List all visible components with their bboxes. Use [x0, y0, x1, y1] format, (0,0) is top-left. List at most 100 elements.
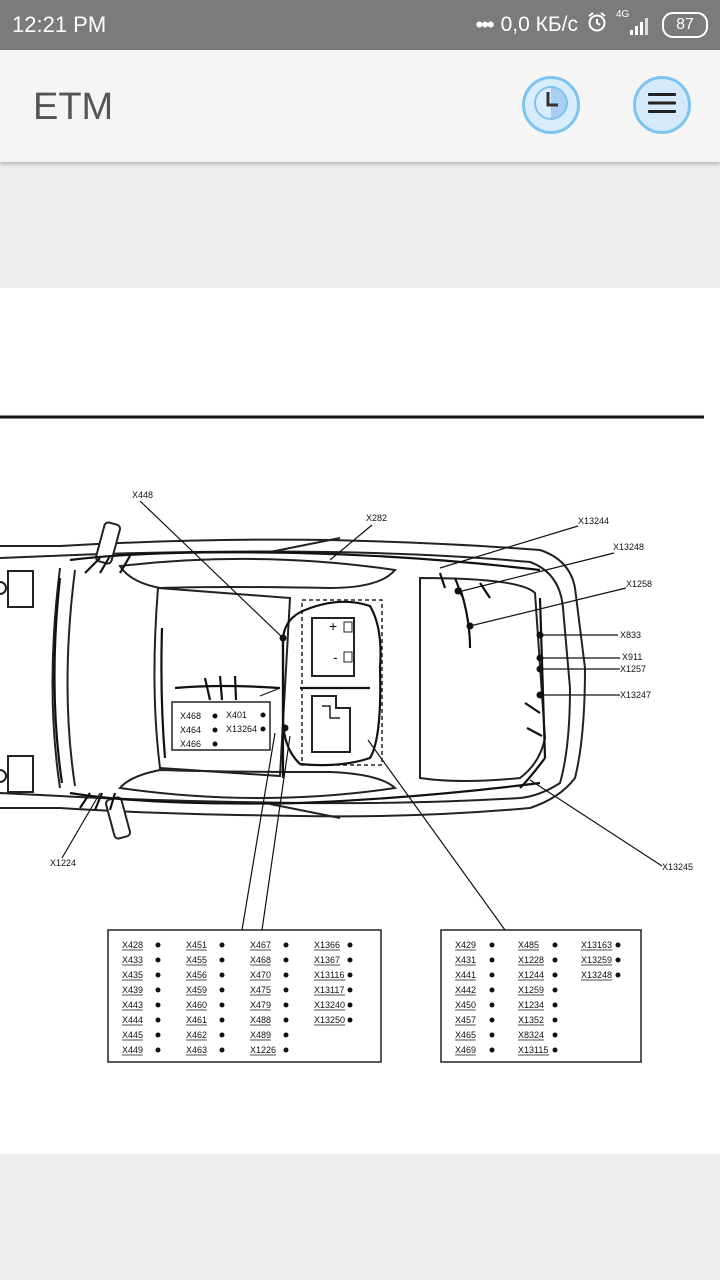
connector-label: X401	[226, 710, 247, 720]
table-connector-label: X1259	[518, 985, 544, 995]
table-connector-dot	[219, 972, 225, 978]
table-connector-label: X475	[250, 985, 271, 995]
table-connector-label: X1244	[518, 970, 544, 980]
table-connector-dot	[219, 1002, 225, 1008]
table-connector-label: X469	[455, 1045, 476, 1055]
label-x448: X448	[132, 490, 153, 500]
table-connector-label: X442	[455, 985, 476, 995]
table-connector-dot	[347, 942, 353, 948]
table-connector-label: X445	[122, 1030, 143, 1040]
network-speed: 0,0 КБ/с	[500, 13, 578, 36]
table-connector-dot	[615, 972, 621, 978]
table-connector-label: X13117	[314, 985, 344, 995]
table-connector-label: X1226	[250, 1045, 276, 1055]
status-bar: 12:21 PM ••• 0,0 КБ/с 4G 87	[0, 0, 720, 50]
table-connector-dot	[283, 1047, 289, 1053]
table-connector-label: X13259	[581, 955, 612, 965]
table-connector-dot	[219, 942, 225, 948]
table-connector-dot	[283, 1032, 289, 1038]
more-dots-icon: •••	[475, 12, 495, 37]
label-x282: X282	[366, 513, 387, 523]
mirrors	[94, 521, 132, 840]
table-connector-label: X460	[186, 1000, 207, 1010]
table-connector-label: X468	[250, 955, 271, 965]
table-connector-label: X13116	[314, 970, 344, 980]
menu-button[interactable]	[633, 76, 691, 134]
wiring-diagram-page[interactable]: + - X468 X401	[0, 288, 720, 1154]
table-connector-label: X428	[122, 940, 143, 950]
table-connector-dot	[552, 1017, 558, 1023]
battery-indicator: 87	[662, 12, 708, 38]
table-connector-label: X488	[250, 1015, 271, 1025]
label-x1224: X1224	[50, 858, 76, 868]
table-connector-dot	[552, 957, 558, 963]
wire-harness	[53, 551, 547, 811]
table-connector-dot	[283, 957, 289, 963]
table-connector-dot	[155, 987, 161, 993]
connector-table-left	[107, 929, 382, 1063]
hamburger-menu-icon	[646, 90, 678, 121]
table-connector-dot	[552, 1032, 558, 1038]
table-connector-label: X13163	[581, 940, 612, 950]
label-x1258: X1258	[626, 579, 652, 589]
status-time: 12:21 PM	[12, 12, 107, 37]
label-x13247: X13247	[620, 690, 651, 700]
clock-icon	[531, 83, 571, 128]
table-connector-label: X485	[518, 940, 539, 950]
label-x1257: X1257	[620, 664, 646, 674]
table-connector-dot	[219, 957, 225, 963]
tail-lamps	[0, 570, 34, 793]
table-connector-label: X489	[250, 1030, 271, 1040]
leader-lines	[61, 500, 663, 931]
table-connector-label: X13240	[314, 1000, 345, 1010]
label-x13244: X13244	[578, 516, 609, 526]
connector-label: X466	[180, 739, 201, 749]
table-connector-label: X456	[186, 970, 207, 980]
network-type: 4G	[616, 9, 630, 20]
table-connector-label: X439	[122, 985, 143, 995]
label-x833: X833	[620, 630, 641, 640]
table-connector-label: X461	[186, 1015, 207, 1025]
table-connector-dot	[347, 972, 353, 978]
table-connector-label: X463	[186, 1045, 207, 1055]
table-connector-label: X441	[455, 970, 476, 980]
table-connector-dot	[489, 1002, 495, 1008]
table-connector-dot	[552, 972, 558, 978]
table-connector-dot	[155, 1017, 161, 1023]
svg-text:+: +	[329, 618, 337, 634]
table-connector-dot	[283, 987, 289, 993]
control-unit-symbol	[311, 695, 351, 753]
app-bar: ETM	[0, 50, 720, 162]
table-connector-label: X449	[122, 1045, 143, 1055]
history-button[interactable]	[522, 76, 580, 134]
table-connector-dot	[219, 987, 225, 993]
wiring-diagram: + - X468 X401	[0, 415, 704, 1063]
table-connector-label: X8324	[518, 1030, 544, 1040]
table-connector-dot	[219, 1047, 225, 1053]
table-connector-label: X13248	[581, 970, 612, 980]
connector-dots	[279, 587, 544, 732]
table-connector-label: X451	[186, 940, 207, 950]
table-connector-label: X1367	[314, 955, 340, 965]
table-connector-label: X479	[250, 1000, 271, 1010]
table-connector-dot	[552, 1002, 558, 1008]
table-connector-dot	[155, 1032, 161, 1038]
svg-text:-: -	[333, 649, 338, 665]
table-connector-dot	[283, 1017, 289, 1023]
table-connector-dot	[489, 972, 495, 978]
table-connector-label: X443	[122, 1000, 143, 1010]
table-connector-dot	[552, 1047, 558, 1053]
table-connector-dot	[155, 1002, 161, 1008]
table-connector-label: X450	[455, 1000, 476, 1010]
table-connector-label: X467	[250, 940, 271, 950]
table-connector-dot	[347, 957, 353, 963]
status-indicators: ••• 0,0 КБ/с 4G 87	[475, 9, 708, 40]
connector-label: X464	[180, 725, 201, 735]
table-connector-label: X470	[250, 970, 271, 980]
table-connector-dot	[283, 972, 289, 978]
table-connector-label: X457	[455, 1015, 476, 1025]
table-connector-dot	[489, 1017, 495, 1023]
label-x13248: X13248	[613, 542, 644, 552]
table-connector-dot	[155, 942, 161, 948]
